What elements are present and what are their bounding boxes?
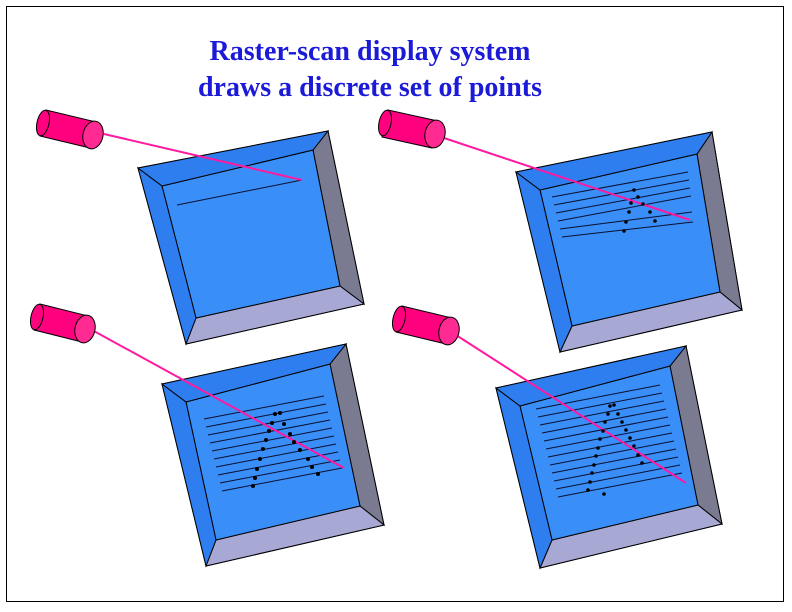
slide-frame [6,6,784,602]
panel-1 [35,109,366,346]
slide-title: Raster-scan display system draws a discr… [0,34,740,106]
crt-screen-icon [514,130,744,354]
scan-lines [535,384,683,498]
electron-beam [103,133,303,181]
panel-4 [391,305,724,570]
crt-screen-icon [160,342,386,568]
electron-beam [455,334,687,484]
electron-beam [443,137,691,221]
panel-3 [29,303,386,568]
title-line-1: Raster-scan display system [209,36,531,67]
crt-screen-icon [494,344,724,570]
scan-points [251,411,320,488]
electron-gun-icon [35,109,104,150]
crt-screen-icon [136,129,366,346]
electron-gun-icon [391,305,460,346]
electron-gun-icon [378,109,446,149]
scan-lines [176,179,303,206]
title-line-2: draws a discrete set of points [197,72,542,103]
electron-beam [91,329,345,469]
panel-2 [378,109,744,354]
scan-points [622,188,657,233]
electron-gun-icon [29,303,96,344]
scan-lines [551,171,694,238]
scan-points [586,403,644,496]
